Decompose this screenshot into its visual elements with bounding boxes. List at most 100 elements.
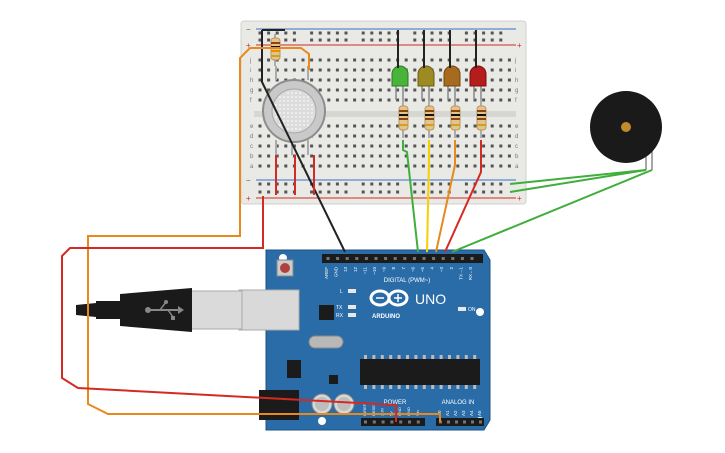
capacitor <box>333 393 355 415</box>
breadboard-hole <box>387 134 391 138</box>
row-letter: i <box>515 68 516 74</box>
mounting-hole <box>476 308 484 316</box>
breadboard-hole <box>464 134 468 138</box>
on-label: ON <box>468 307 476 313</box>
piezo-buzzer[interactable] <box>590 91 662 170</box>
rail-hole <box>258 190 262 194</box>
breadboard-hole <box>387 58 391 62</box>
wire-green-led[interactable] <box>402 140 419 253</box>
mesh-dot <box>287 104 289 106</box>
rail-hole <box>421 182 425 186</box>
breadboard-hole <box>310 154 314 158</box>
breadboard-hole <box>335 88 339 92</box>
mesh-dot <box>283 104 285 106</box>
row-letter: g <box>250 88 253 94</box>
breadboard-hole <box>318 58 322 62</box>
led-red[interactable] <box>469 65 487 100</box>
breadboard-hole <box>473 134 477 138</box>
mounting-hole <box>318 417 326 425</box>
mesh-dot <box>295 112 297 114</box>
power-jack[interactable] <box>259 390 299 420</box>
wire-red-led[interactable] <box>444 140 482 253</box>
breadboard-hole <box>464 164 468 168</box>
digital-header <box>322 254 483 263</box>
led-yellow[interactable] <box>417 65 435 100</box>
rx-label: RX <box>336 313 344 319</box>
breadboard-hole <box>421 154 425 158</box>
header-pin-hole <box>355 257 359 260</box>
breadboard-hole <box>318 144 322 148</box>
wire-green-buzzer-signal[interactable] <box>451 169 653 253</box>
digital-pin-label: TX→1 <box>458 267 463 280</box>
rail-hole <box>318 31 322 35</box>
rail-hole <box>284 38 288 42</box>
breadboard-hole <box>490 134 494 138</box>
breadboard-hole <box>370 78 374 82</box>
rail-hole <box>378 38 382 42</box>
mesh-dot <box>299 124 301 126</box>
resistor[interactable] <box>424 100 435 138</box>
wire-red-5v[interactable] <box>61 196 397 422</box>
rail-hole <box>482 182 486 186</box>
atmega-chip <box>360 359 480 385</box>
breadboard-hole <box>456 88 460 92</box>
breadboard-hole <box>396 164 400 168</box>
breadboard-hole <box>499 154 503 158</box>
wire-green-buzzer-gnd-2[interactable] <box>509 169 647 185</box>
mesh-dot <box>299 120 301 122</box>
rail-hole <box>464 182 468 186</box>
breadboard-hole <box>396 88 400 92</box>
breadboard-hole <box>507 78 511 82</box>
mesh-dot <box>295 100 297 102</box>
rail-hole <box>327 182 331 186</box>
model-label: UNO <box>415 291 446 307</box>
header-pin-hole <box>463 420 466 424</box>
wire-black-gnd[interactable] <box>261 30 346 253</box>
breadboard-hole <box>327 88 331 92</box>
mesh-dot <box>307 96 309 98</box>
chip-pin <box>422 385 426 389</box>
breadboard-hole <box>292 58 296 62</box>
mesh-dot <box>283 108 285 110</box>
resistor[interactable] <box>476 100 487 138</box>
breadboard-hole <box>447 88 451 92</box>
breadboard-hole <box>361 88 365 92</box>
breadboard-hole <box>507 164 511 168</box>
wire-orange-led[interactable] <box>435 140 456 253</box>
usb-b-cable[interactable] <box>76 288 300 332</box>
rail-hole <box>370 190 374 194</box>
rail-hole <box>267 190 271 194</box>
breadboard-hole <box>353 88 357 92</box>
chip-pin <box>422 355 426 359</box>
resistor[interactable] <box>450 100 461 138</box>
breadboard-hole <box>344 144 348 148</box>
analog-pin-label: A5 <box>477 410 482 416</box>
chip-pin <box>456 355 460 359</box>
row-letter: g <box>515 88 518 94</box>
breadboard-hole <box>361 134 365 138</box>
led-orange[interactable] <box>443 65 461 100</box>
breadboard-hole <box>507 88 511 92</box>
row-letter: f <box>515 98 517 104</box>
led-green[interactable] <box>391 65 409 100</box>
breadboard-hole <box>361 144 365 148</box>
rail-hole <box>284 31 288 35</box>
wire-yellow-led[interactable] <box>426 140 430 253</box>
rail-hole <box>258 182 262 186</box>
breadboard-hole <box>344 134 348 138</box>
breadboard-hole <box>335 124 339 128</box>
reset-button[interactable] <box>276 259 294 277</box>
wire-green-buzzer-gnd[interactable] <box>509 169 647 193</box>
breadboard-hole <box>430 134 434 138</box>
digital-pin-label: ~5 <box>420 267 425 273</box>
chip-pin <box>364 385 367 389</box>
breadboard-hole <box>473 154 477 158</box>
breadboard-hole <box>318 88 322 92</box>
rail-hole <box>370 38 374 42</box>
wire-orange-analog[interactable] <box>87 47 441 422</box>
chip-pin <box>464 385 468 389</box>
header-pin-hole <box>416 420 420 424</box>
rail-minus-symbol-bottom: − <box>246 176 251 185</box>
resistor[interactable] <box>398 100 409 138</box>
